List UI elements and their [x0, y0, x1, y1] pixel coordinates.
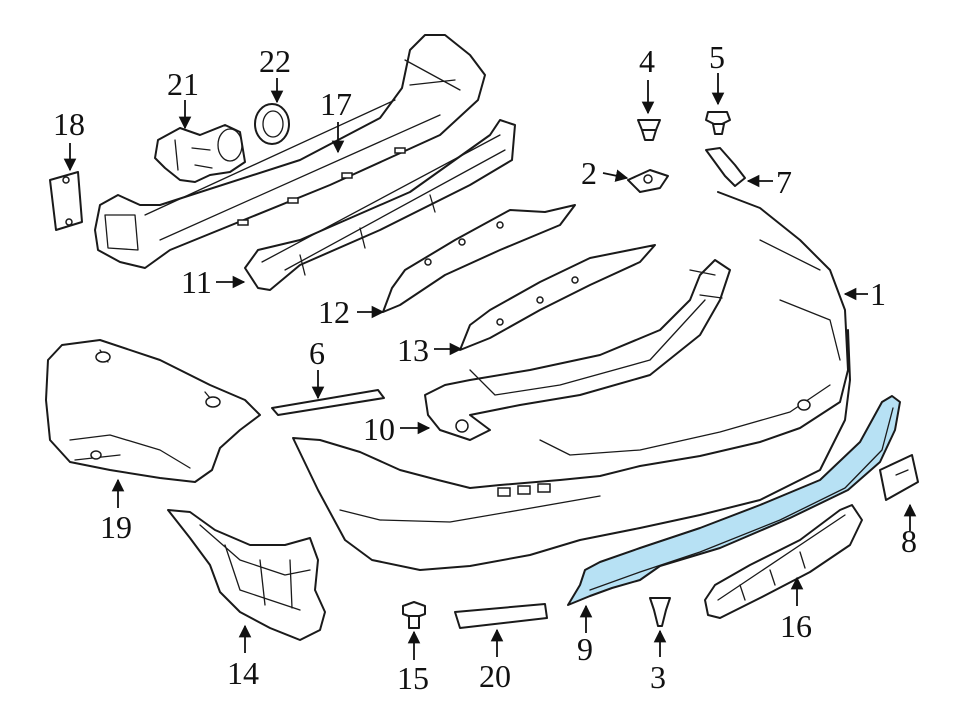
part-22-grommet[interactable]: [254, 103, 290, 145]
callout-5[interactable]: 5: [709, 39, 725, 75]
part-1-bumper-cover[interactable]: [292, 191, 851, 571]
part-16-lower-bracket[interactable]: [704, 504, 863, 619]
callout-16[interactable]: 16: [780, 608, 812, 644]
callout-13[interactable]: 13: [397, 332, 429, 368]
part-5-bolt[interactable]: [705, 111, 731, 135]
callout-17[interactable]: 17: [320, 86, 352, 122]
part-21-sensor-housing[interactable]: [154, 124, 246, 183]
callout-1[interactable]: 1: [870, 276, 886, 312]
callout-6[interactable]: 6: [309, 335, 325, 371]
callout-8[interactable]: 8: [901, 523, 917, 559]
part-13-lower-guide[interactable]: [459, 244, 656, 351]
callout-10[interactable]: 10: [363, 411, 395, 447]
part-20-trim-strip[interactable]: [454, 603, 548, 629]
callout-12[interactable]: 12: [318, 294, 350, 330]
part-7-bracket[interactable]: [705, 147, 746, 187]
callout-7[interactable]: 7: [776, 164, 792, 200]
callout-2[interactable]: 2: [581, 155, 597, 191]
leader-lines: [63, 73, 917, 660]
callout-22[interactable]: 22: [259, 43, 291, 79]
part-17-reinforcement-beam[interactable]: [94, 34, 486, 269]
part-4-push-clip[interactable]: [637, 119, 661, 141]
part-11-absorber[interactable]: [244, 119, 516, 291]
callout-4[interactable]: 4: [639, 43, 655, 79]
part-12-upper-guide[interactable]: [382, 204, 576, 313]
part-8-insert[interactable]: [879, 454, 919, 501]
part-15-bolt[interactable]: [402, 601, 426, 629]
part-19-side-bracket[interactable]: [45, 339, 261, 483]
callout-18[interactable]: 18: [53, 106, 85, 142]
callout-labels: 1 2 3 4 5 6 7 8 9 10 11 12 13 14 15 16 1…: [53, 39, 917, 696]
part-10-inner-support[interactable]: [424, 259, 731, 441]
callout-20[interactable]: 20: [479, 658, 511, 694]
callout-9[interactable]: 9: [577, 631, 593, 667]
callout-21[interactable]: 21: [167, 66, 199, 102]
part-9-lower-valance[interactable]: [567, 395, 901, 606]
callout-15[interactable]: 15: [397, 660, 429, 696]
part-14-lower-bracket[interactable]: [167, 509, 326, 641]
part-6-trim-strip[interactable]: [271, 389, 385, 416]
callout-11[interactable]: 11: [181, 264, 212, 300]
part-18-bracket[interactable]: [49, 171, 83, 231]
part-3-push-clip[interactable]: [649, 597, 671, 627]
callout-14[interactable]: 14: [227, 655, 259, 691]
callout-3[interactable]: 3: [650, 659, 666, 695]
callout-19[interactable]: 19: [100, 509, 132, 545]
part-2-clip-nut[interactable]: [627, 169, 669, 193]
